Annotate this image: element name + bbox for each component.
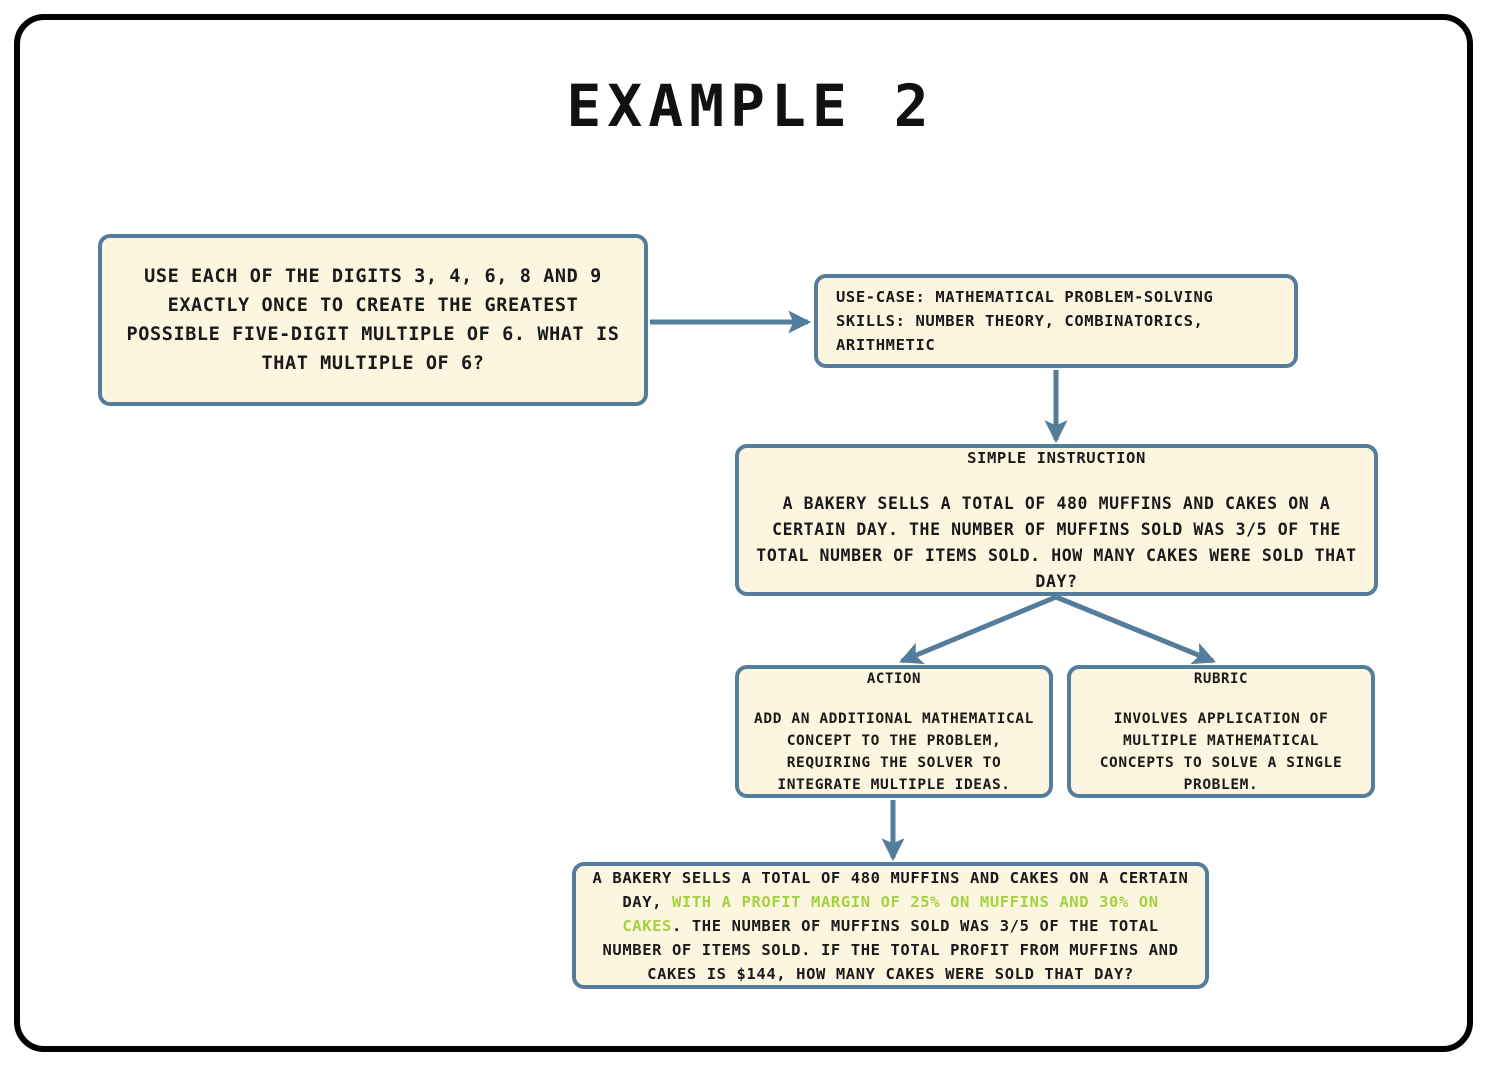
use-case-box: USE-CASE: MATHEMATICAL PROBLEM-SOLVING S… <box>814 274 1298 368</box>
final-text-part-1: A BAKERY SELLS A TOTAL OF 480 MUFFINS AN… <box>592 868 1189 911</box>
rubric-box: RUBRIC INVOLVES APPLICATION OF MULTIPLE … <box>1067 665 1375 798</box>
action-text: ADD AN ADDITIONAL MATHEMATICAL CONCEPT T… <box>754 710 1034 793</box>
action-box: ACTION ADD AN ADDITIONAL MATHEMATICAL CO… <box>735 665 1053 798</box>
simple-instruction-header: SIMPLE INSTRUCTION <box>967 449 1146 467</box>
page-title: EXAMPLE 2 <box>566 72 935 140</box>
simple-instruction-box: SIMPLE INSTRUCTION A BAKERY SELLS A TOTA… <box>735 444 1378 596</box>
final-text-highlight: WITH A PROFIT MARGIN OF 25% ON MUFFINS A… <box>622 892 1159 935</box>
seed-problem-box: USE EACH OF THE DIGITS 3, 4, 6, 8 AND 9 … <box>98 234 648 406</box>
arrow-simple-to-rubric <box>1055 594 1216 665</box>
rubric-text: INVOLVES APPLICATION OF MULTIPLE MATHEMA… <box>1099 710 1343 793</box>
final-instruction-box: A BAKERY SELLS A TOTAL OF 480 MUFFINS AN… <box>572 862 1209 989</box>
rubric-header: RUBRIC <box>1193 670 1249 687</box>
simple-instruction-text: A BAKERY SELLS A TOTAL OF 480 MUFFINS AN… <box>756 494 1357 591</box>
final-instruction-text: A BAKERY SELLS A TOTAL OF 480 MUFFINS AN… <box>576 866 1205 986</box>
final-text-part-2: . THE NUMBER OF MUFFINS SOLD WAS 3/5 OF … <box>602 916 1179 983</box>
action-header: ACTION <box>866 670 922 687</box>
use-case-text: USE-CASE: MATHEMATICAL PROBLEM-SOLVING S… <box>836 288 1214 354</box>
seed-problem-text: USE EACH OF THE DIGITS 3, 4, 6, 8 AND 9 … <box>126 266 620 374</box>
arrow-simple-to-action <box>899 594 1057 665</box>
